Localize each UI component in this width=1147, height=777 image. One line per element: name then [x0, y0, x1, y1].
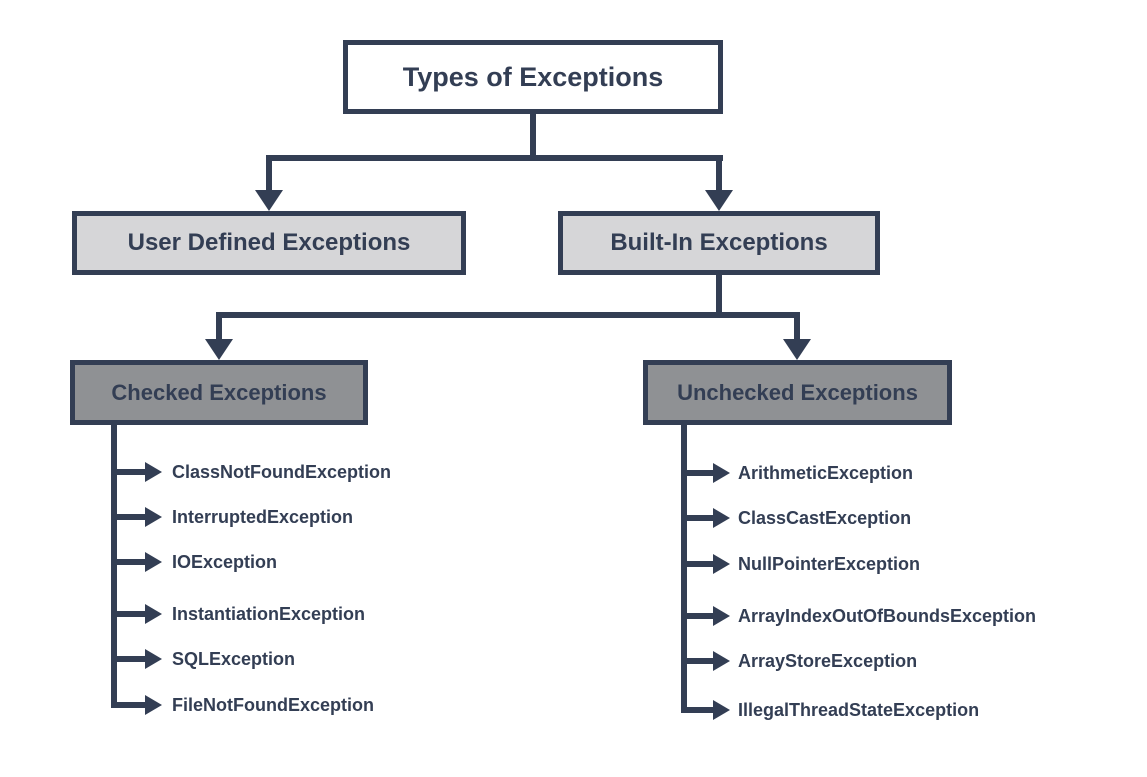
connector-checked-spine: [111, 425, 117, 708]
arrow-right-icon: [145, 462, 162, 482]
unchecked-exceptions-node: Unchecked Exceptions: [643, 360, 952, 425]
connector-line: [114, 514, 146, 520]
connector-drop-user-defined: [266, 155, 272, 192]
arrow-right-icon: [145, 552, 162, 572]
exception-item-label: ClassNotFoundException: [172, 462, 392, 482]
arrow-right-icon: [145, 695, 162, 715]
connector-line: [114, 656, 146, 662]
checked-exceptions-node: Checked Exceptions: [70, 360, 368, 425]
exception-item-label: InstantiationException: [172, 604, 366, 624]
user-defined-exceptions-label: User Defined Exceptions: [127, 229, 411, 256]
connector-line: [114, 559, 146, 565]
arrow-right-icon: [713, 508, 730, 528]
arrow-down-icon: [255, 190, 283, 211]
connector-line: [684, 470, 714, 476]
exception-item-label: FileNotFoundException: [172, 695, 374, 715]
connector-line: [114, 469, 146, 475]
title-node-label: Types of Exceptions: [402, 61, 664, 92]
checked-exceptions-label: Checked Exceptions: [111, 379, 327, 405]
connector-level1-bar: [266, 155, 723, 161]
connector-drop-unchecked: [794, 312, 800, 342]
arrow-right-icon: [713, 606, 730, 626]
connector-unchecked-spine: [681, 425, 687, 713]
exception-item-label: NullPointerException: [738, 554, 921, 574]
exception-item-label: IllegalThreadStateException: [738, 700, 980, 720]
connector-line: [114, 702, 146, 708]
connector-drop-built-in: [716, 155, 722, 192]
arrow-right-icon: [713, 554, 730, 574]
arrow-right-icon: [713, 651, 730, 671]
exception-item-label: ClassCastException: [738, 508, 912, 528]
arrow-right-icon: [145, 604, 162, 624]
arrow-right-icon: [145, 649, 162, 669]
connector-built-in-stem: [716, 275, 722, 318]
arrow-right-icon: [145, 507, 162, 527]
exception-item-label: ArrayIndexOutOfBoundsException: [738, 606, 1037, 626]
built-in-exceptions-label: Built-In Exceptions: [610, 229, 828, 256]
connector-line: [684, 613, 714, 619]
arrow-right-icon: [713, 463, 730, 483]
exception-item-label: ArithmeticException: [738, 463, 914, 483]
built-in-exceptions-node: Built-In Exceptions: [558, 211, 880, 275]
arrow-down-icon: [705, 190, 733, 211]
exception-item-label: SQLException: [172, 649, 296, 669]
exception-item-label: InterruptedException: [172, 507, 354, 527]
title-node: Types of Exceptions: [343, 40, 723, 114]
arrow-right-icon: [713, 700, 730, 720]
connector-drop-checked: [216, 312, 222, 342]
connector-level2-bar: [216, 312, 800, 318]
connector-line: [114, 611, 146, 617]
connector-title-stem: [530, 113, 536, 158]
connector-line: [684, 561, 714, 567]
arrow-down-icon: [205, 339, 233, 360]
user-defined-exceptions-node: User Defined Exceptions: [72, 211, 466, 275]
connector-line: [684, 515, 714, 521]
exception-item-label: ArrayStoreException: [738, 651, 918, 671]
connector-line: [684, 658, 714, 664]
unchecked-exceptions-label: Unchecked Exceptions: [677, 379, 918, 405]
exception-item-label: IOException: [172, 552, 278, 572]
arrow-down-icon: [783, 339, 811, 360]
connector-line: [684, 707, 714, 713]
